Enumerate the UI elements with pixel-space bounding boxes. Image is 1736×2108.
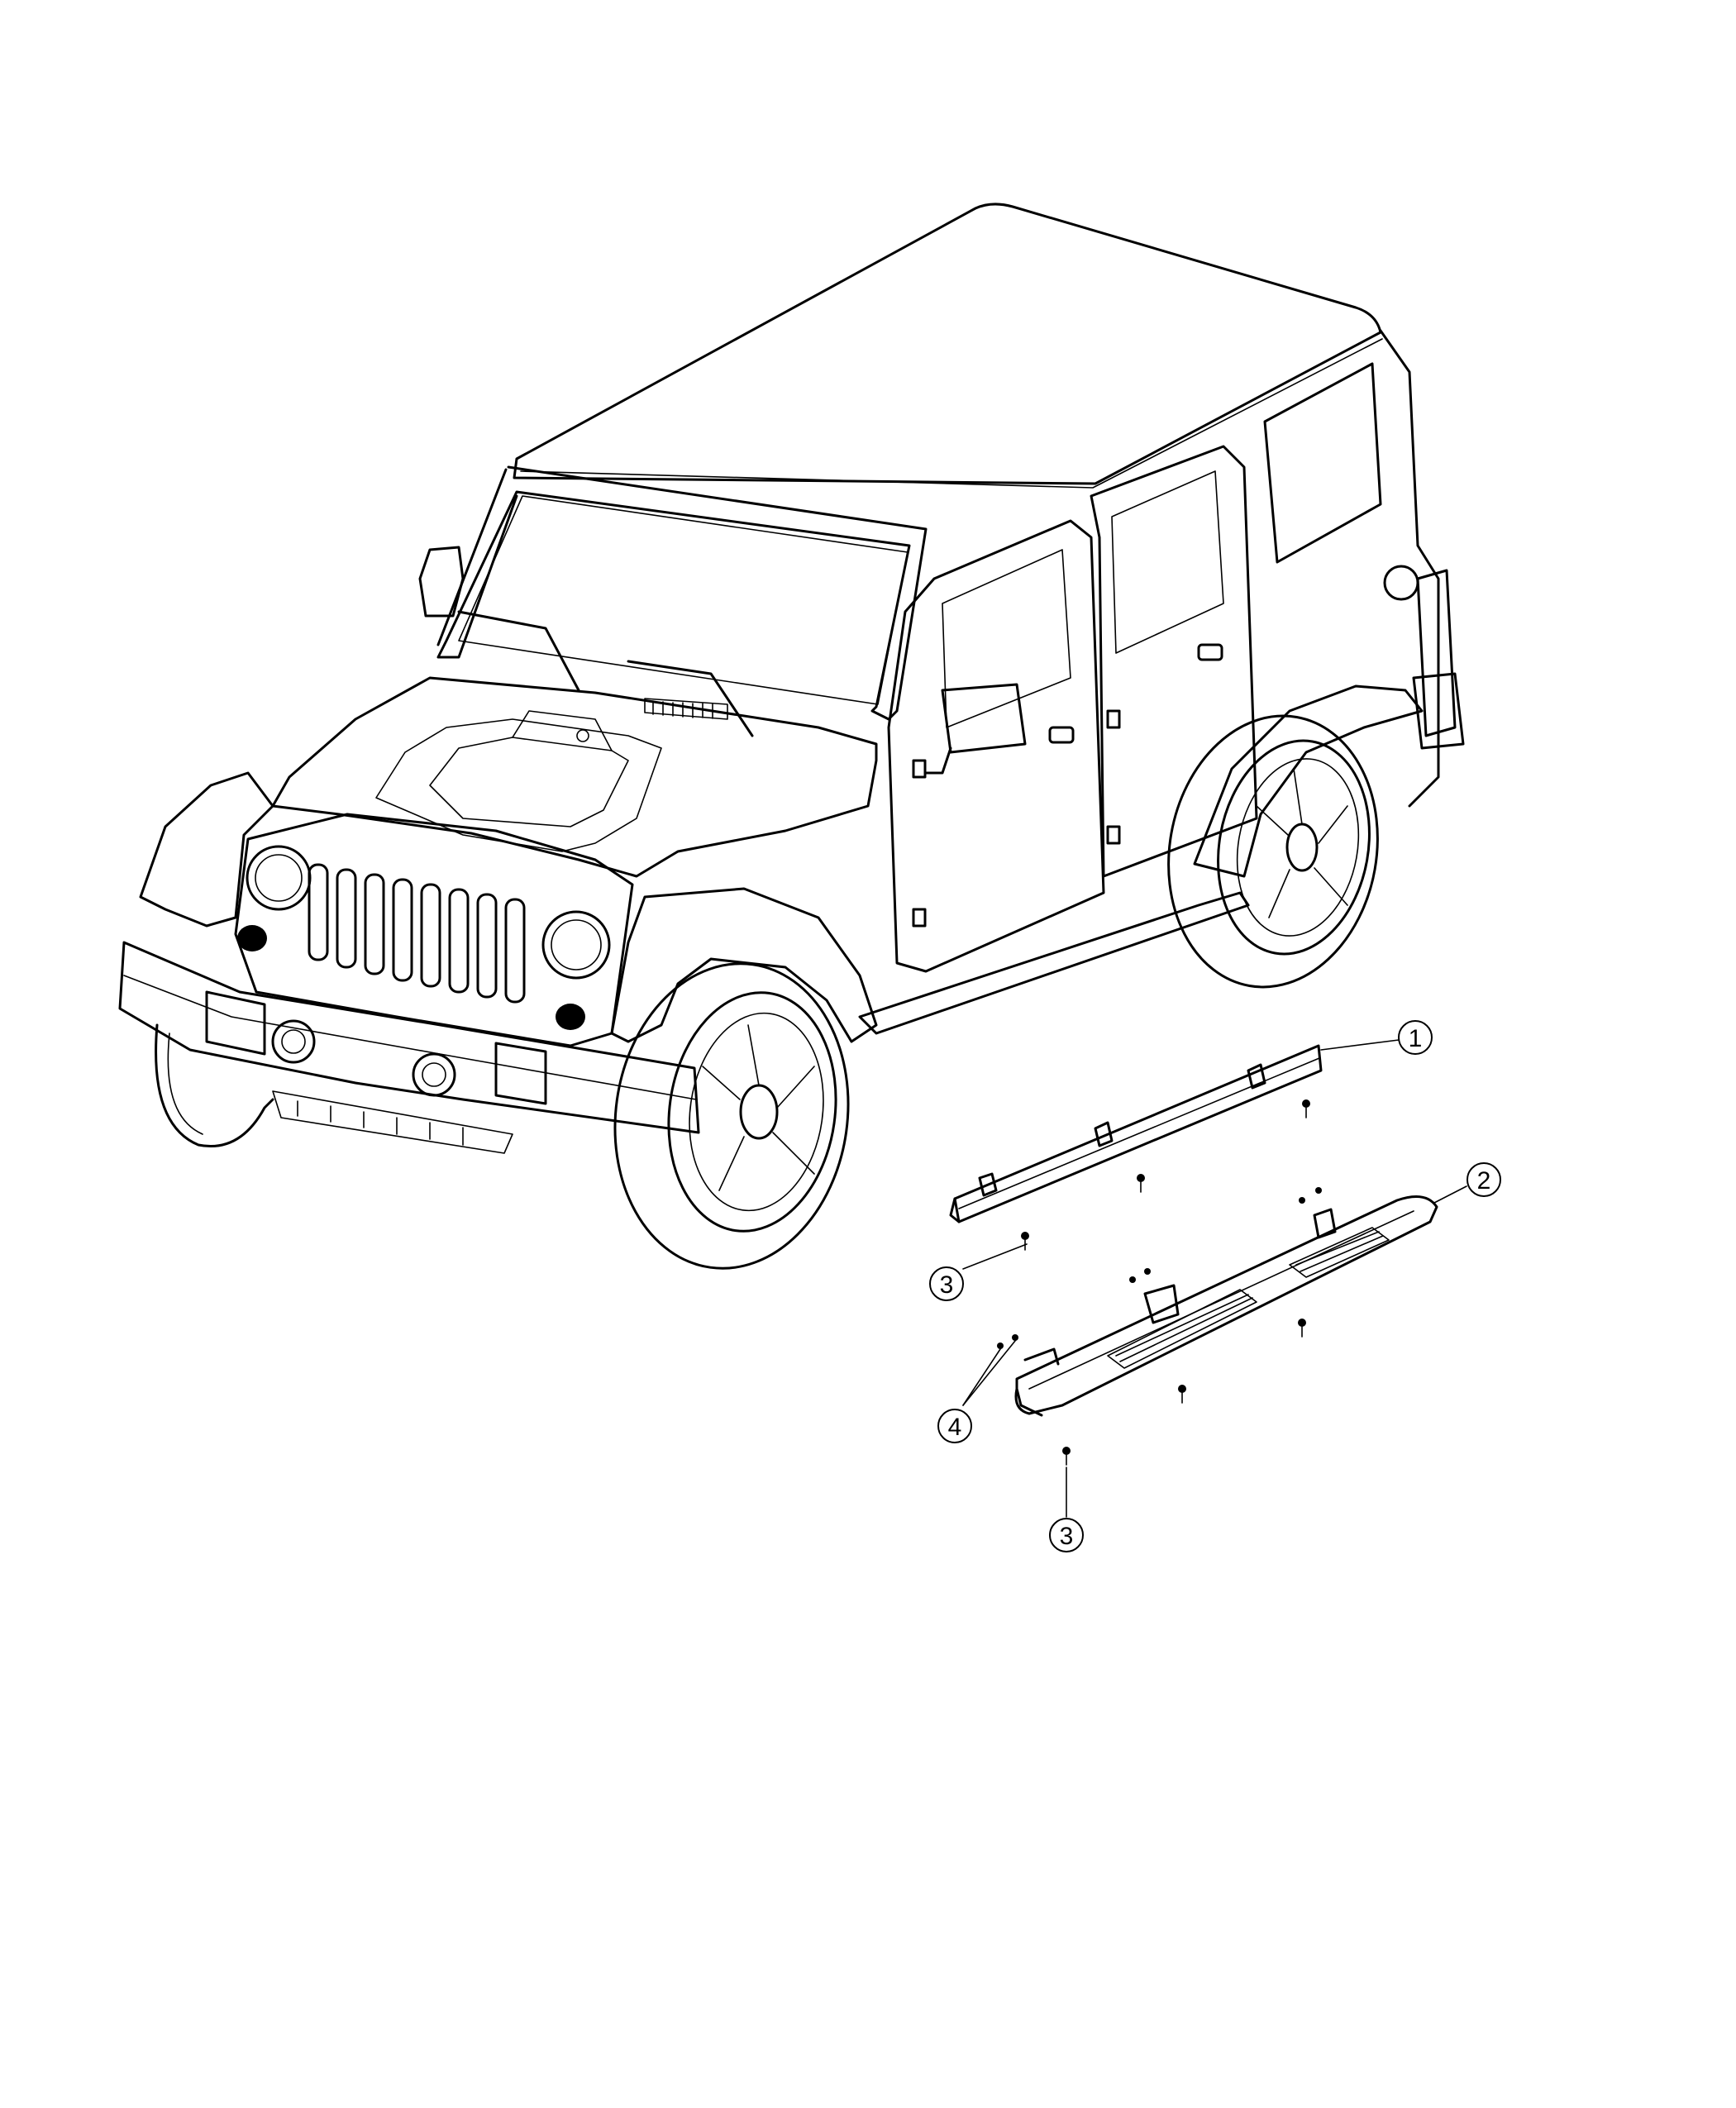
- front-left-tire: [155, 1023, 274, 1147]
- step-pad-front: [1107, 1289, 1257, 1369]
- fastener-bolt: [1298, 1319, 1306, 1338]
- front-door: [887, 519, 1105, 973]
- step-pad-rear: [1289, 1227, 1390, 1278]
- front-bumper: [118, 941, 700, 1134]
- rear-bumper: [1412, 672, 1465, 750]
- vehicle-roof: [513, 203, 1382, 485]
- callout-3-upper: 3: [929, 1266, 964, 1301]
- fastener-nut: [1299, 1197, 1305, 1204]
- part-1-mounting-rail: [949, 1044, 1323, 1223]
- front-right-wheel: [613, 962, 850, 1270]
- left-headlight: [246, 845, 312, 911]
- cowl-vent: [644, 698, 728, 720]
- left-wiper: [457, 610, 580, 692]
- svg-text:3: 3: [940, 1271, 954, 1299]
- callout-1: 1: [1398, 1020, 1433, 1055]
- fastener-nut: [997, 1343, 1004, 1349]
- part-2-step-bar: [1014, 1195, 1438, 1417]
- right-front-fender: [610, 887, 878, 1043]
- windshield-frame: [436, 465, 928, 721]
- rear-door-handle: [1197, 643, 1223, 661]
- fastener-bolt: [1178, 1385, 1186, 1404]
- windshield-glass: [458, 495, 909, 705]
- svg-text:4: 4: [948, 1414, 962, 1441]
- left-front-fender: [139, 771, 274, 928]
- vehicle-hood: [271, 676, 878, 878]
- rear-door-window: [1111, 470, 1224, 654]
- left-mirror: [418, 546, 465, 618]
- fastener-bolt: [1062, 1447, 1071, 1466]
- fasteners: [997, 1099, 1322, 1466]
- fuel-door: [1383, 565, 1419, 601]
- taillight: [1416, 569, 1457, 737]
- callout-3-lower: 3: [1049, 1518, 1084, 1552]
- svg-text:3: 3: [1060, 1523, 1074, 1550]
- grille-slots: [308, 863, 526, 1004]
- skid-plate: [272, 1090, 513, 1154]
- leader-lines: [962, 1039, 1467, 1518]
- vehicle-illustration: [118, 203, 1465, 1270]
- rear-quarter-window: [1263, 362, 1382, 564]
- fastener-bolt: [1021, 1232, 1029, 1251]
- rear-door: [1090, 445, 1258, 878]
- svg-text:2: 2: [1477, 1167, 1491, 1195]
- fastener-nut: [1315, 1187, 1322, 1194]
- callout-4: 4: [937, 1409, 972, 1443]
- svg-text:1: 1: [1409, 1025, 1423, 1052]
- callout-2: 2: [1467, 1162, 1501, 1197]
- fastener-bolt: [1302, 1099, 1310, 1118]
- fastener-bolt: [1137, 1174, 1145, 1193]
- fastener-nut: [1129, 1276, 1136, 1283]
- right-headlight: [541, 910, 611, 980]
- left-fog-light: [271, 1019, 316, 1064]
- fastener-nut: [1144, 1268, 1151, 1275]
- front-door-handle: [1048, 726, 1075, 744]
- right-fog-light: [412, 1052, 456, 1097]
- rear-fender: [1193, 684, 1424, 878]
- front-door-window: [942, 549, 1071, 728]
- fastener-nut: [1012, 1334, 1018, 1341]
- rear-wheel: [1167, 714, 1379, 989]
- right-mirror: [941, 683, 1027, 754]
